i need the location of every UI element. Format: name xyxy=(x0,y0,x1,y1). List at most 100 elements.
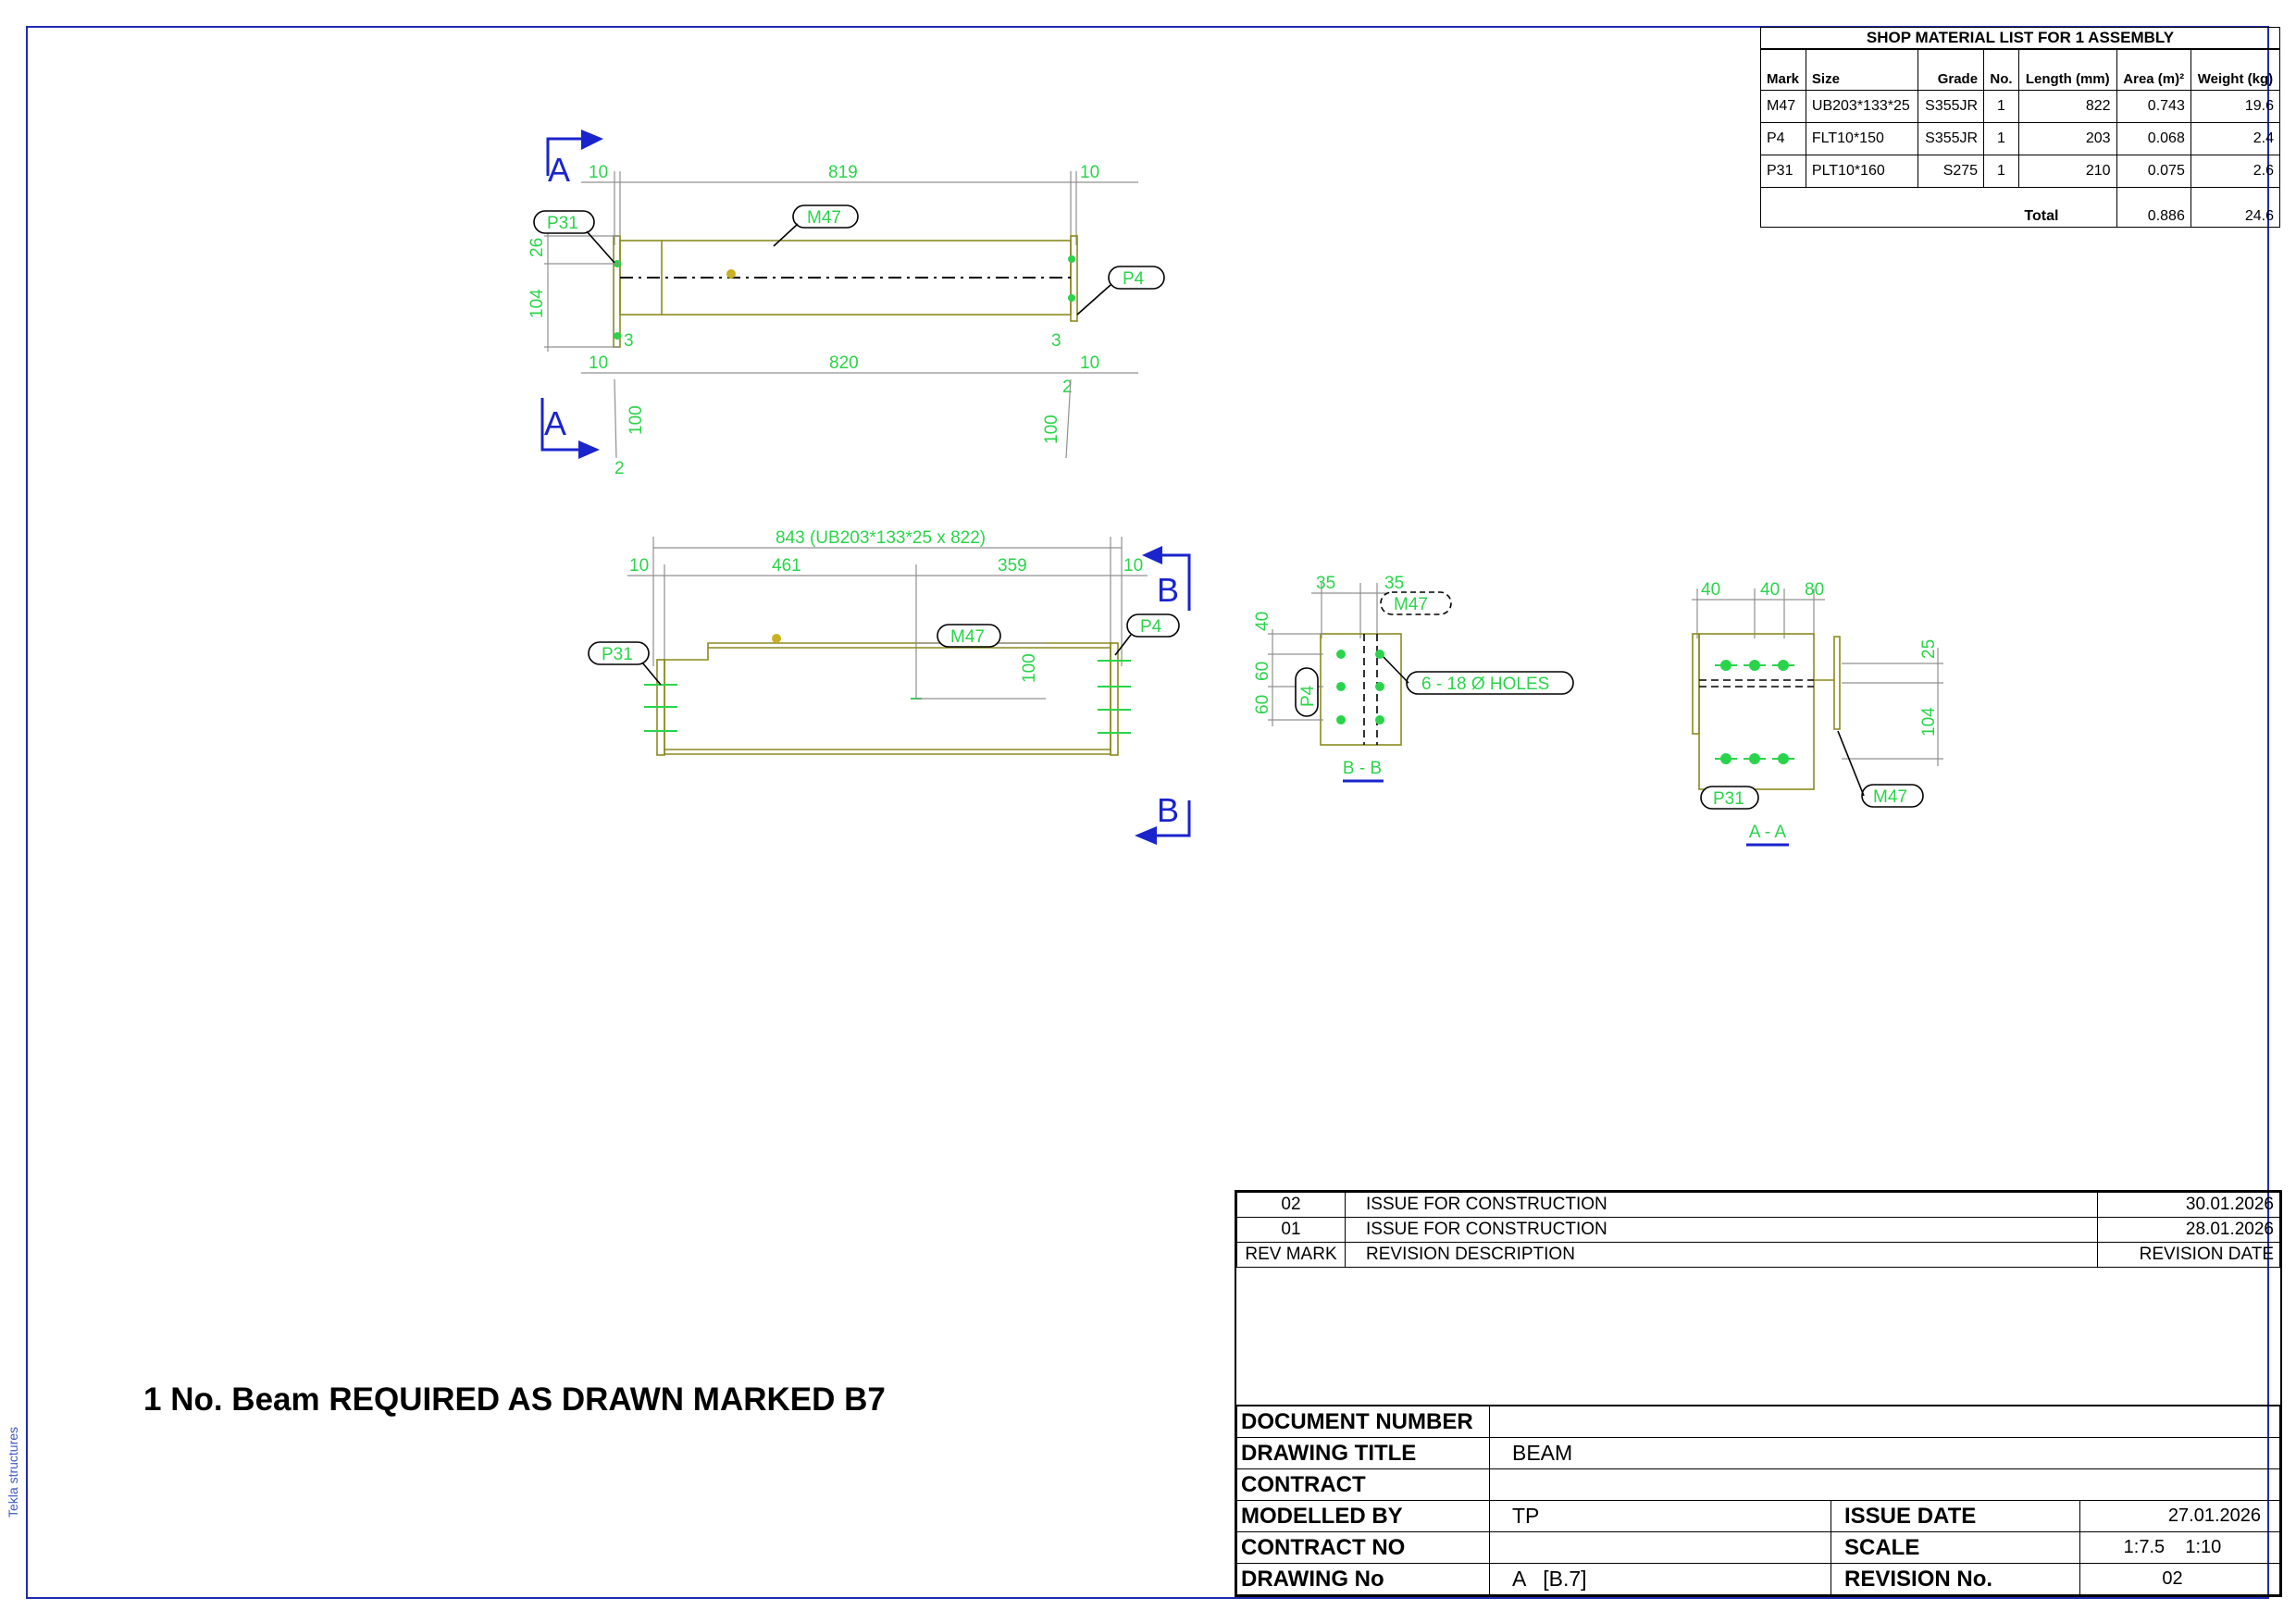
rev-date: 28.01.2026 xyxy=(2097,1217,2280,1243)
dimension-text: 10 xyxy=(589,353,608,373)
contract-label: CONTRACT xyxy=(1236,1468,1490,1501)
section-letter-a: A xyxy=(548,151,570,189)
bom-mark: P4 xyxy=(1760,122,1806,155)
dimension-text: 26 xyxy=(527,238,547,257)
contract xyxy=(1489,1468,2280,1501)
top-view: A A 10 819 10 26 104 10 820 10 xyxy=(527,130,1165,478)
bom-total-area: 0.886 xyxy=(2116,187,2191,228)
plate-p31 xyxy=(613,235,621,348)
dimension-text: 40 xyxy=(1253,612,1272,631)
section-label-aa: A - A xyxy=(1749,823,1786,842)
section-letter-b: B xyxy=(1157,571,1179,609)
dimension-text: 10 xyxy=(1080,163,1099,182)
dimension-text: 40 xyxy=(1760,580,1780,600)
part-tag-label: P4 xyxy=(1123,269,1145,289)
bom-area: 0.075 xyxy=(2116,155,2191,188)
modelled-by: TP xyxy=(1489,1500,1831,1532)
part-tag xyxy=(1295,667,1319,717)
section-letter-a: A xyxy=(544,404,566,442)
section-arrowhead-icon xyxy=(578,440,600,459)
rev-header-date: REVISION DATE xyxy=(2097,1242,2280,1268)
part-tag-label: M47 xyxy=(1873,787,1907,807)
issue-date-label: ISSUE DATE xyxy=(1831,1500,2080,1532)
dimension-text: 80 xyxy=(1805,580,1824,600)
issue-date: 27.01.2026 xyxy=(2079,1500,2280,1532)
bom-size: PLT10*160 xyxy=(1805,155,1918,188)
end-plate-p4-section xyxy=(1320,633,1402,746)
weld-symbol-icon xyxy=(726,269,736,279)
document-number xyxy=(1489,1406,2280,1438)
part-tag xyxy=(533,210,595,234)
bolt-icon xyxy=(1720,660,1789,764)
shop-material-list: SHOP MATERIAL LIST FOR 1 ASSEMBLY Mark S… xyxy=(1760,27,2281,228)
weld-symbol-icon xyxy=(772,634,781,643)
dimension-text: 35 xyxy=(1316,574,1335,593)
section-arrow-a-top xyxy=(546,137,597,176)
dimension-text: 820 xyxy=(829,353,859,373)
holes-note: 6 - 18 Ø HOLES xyxy=(1421,675,1549,694)
title-block-blank-area xyxy=(1236,1268,2280,1406)
rev-header-mark: REV MARK xyxy=(1236,1242,1346,1268)
dimension-text: 819 xyxy=(828,163,858,182)
document-number-label: DOCUMENT NUMBER xyxy=(1236,1406,1490,1438)
rev-mark: 01 xyxy=(1236,1217,1346,1243)
bom-total-weight: 24.6 xyxy=(2190,187,2281,228)
bom-length: 822 xyxy=(2017,90,2117,123)
bom-weight: 19.6 xyxy=(2190,90,2281,123)
part-tag xyxy=(792,204,859,229)
part-tag-label: P31 xyxy=(602,645,633,664)
dimension-text: 100 xyxy=(627,405,646,435)
scale: 1:7.5 1:10 xyxy=(2079,1531,2280,1564)
part-tag-label: P31 xyxy=(547,214,578,233)
dimension-text: 60 xyxy=(1253,695,1272,714)
rev-header-description: REVISION DESCRIPTION xyxy=(1345,1242,2098,1268)
dimension-text: 60 xyxy=(1253,662,1272,681)
section-arrowhead-icon xyxy=(1142,546,1162,564)
drawing-no-label: DRAWING No xyxy=(1236,1563,1490,1595)
dimension-text: 10 xyxy=(1123,556,1143,576)
front-view: 843 (UB203*133*25 x 822) 10 461 359 10 1… xyxy=(588,528,1191,845)
rev-description: ISSUE FOR CONSTRUCTION xyxy=(1345,1192,2098,1218)
plate-p4 xyxy=(1110,642,1119,756)
bom-weight: 2.4 xyxy=(2190,122,2281,155)
bom-size: UB203*133*25 xyxy=(1805,90,1918,123)
drawing-title-label: DRAWING TITLE xyxy=(1236,1437,1490,1469)
revision-table: 02 ISSUE FOR CONSTRUCTION 30.01.2026 01 … xyxy=(1236,1192,2280,1268)
contract-no-label: CONTRACT NO xyxy=(1236,1531,1490,1564)
dimension-text: 25 xyxy=(1919,639,1939,659)
part-tag-label: M47 xyxy=(950,627,985,647)
dimension-text: 10 xyxy=(589,163,608,182)
dimension-text: 104 xyxy=(1919,707,1939,737)
bom-title: SHOP MATERIAL LIST FOR 1 ASSEMBLY xyxy=(1760,27,2280,50)
dimension-text: 40 xyxy=(1701,580,1720,600)
dimension-text: 843 (UB203*133*25 x 822) xyxy=(776,528,986,548)
part-tag-label: P4 xyxy=(1298,685,1318,707)
beam-m47-section xyxy=(1833,636,1841,730)
part-tag xyxy=(1126,613,1180,638)
section-letter-b: B xyxy=(1157,791,1179,829)
dimension-text: 3 xyxy=(1051,331,1061,351)
dimension-text: 3 xyxy=(624,331,634,351)
bom-header-weight: Weight (kg) xyxy=(2190,48,2281,91)
plate-p4 xyxy=(1070,235,1078,322)
dimension-text: 2 xyxy=(614,459,625,478)
bom-header-grade: Grade xyxy=(1917,48,1985,91)
bom-length: 210 xyxy=(2017,155,2117,188)
dimension-text: 104 xyxy=(527,289,547,318)
rev-description: ISSUE FOR CONSTRUCTION xyxy=(1345,1217,2098,1243)
rev-date: 30.01.2026 xyxy=(2097,1192,2280,1218)
bom-header-mark: Mark xyxy=(1760,48,1806,91)
required-note: 1 No. Beam REQUIRED AS DRAWN MARKED B7 xyxy=(143,1381,886,1418)
drawing-no: A [B.7] xyxy=(1489,1563,1831,1595)
dimension-text: 2 xyxy=(1062,378,1073,397)
revision-row: 01 ISSUE FOR CONSTRUCTION 28.01.2026 xyxy=(1236,1217,2280,1243)
dimension-text: 35 xyxy=(1384,574,1404,593)
modelled-by-label: MODELLED BY xyxy=(1236,1500,1490,1532)
scale-label: SCALE xyxy=(1831,1531,2080,1564)
part-tag-label: P31 xyxy=(1713,789,1744,809)
end-plate-p31-section xyxy=(1698,633,1815,790)
part-tag-label: P4 xyxy=(1140,617,1162,637)
bom-weight: 2.6 xyxy=(2190,155,2281,188)
section-label-bb: B - B xyxy=(1343,759,1382,778)
